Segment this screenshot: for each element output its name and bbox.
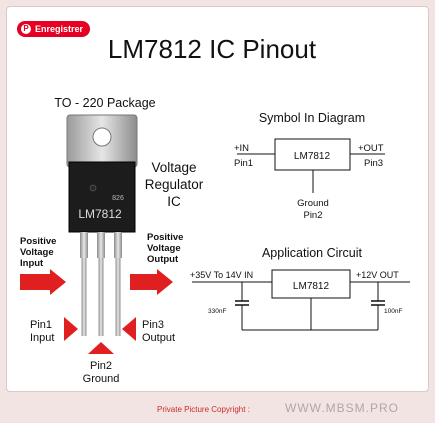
pin1-label-line-2: Input [30,332,54,344]
pin1-arrow-icon [64,317,78,341]
to220-package: 826 LM7812 [66,114,138,336]
input-arrow-icon [20,269,66,295]
symbol-in-label: +IN [234,143,249,154]
output-label-line-3: Output [147,254,179,265]
pin3-label-line-2: Output [142,332,175,344]
application-circuit [192,269,410,331]
package-label: TO - 220 Package [54,96,155,110]
output-label-line-1: Positive [147,232,183,243]
symbol-chip-label: LM7812 [294,151,331,162]
symbol-out-label: +OUT [358,143,384,154]
pin2-label-line-2: Ground [83,373,120,385]
leg-1-top [80,232,88,258]
ic-type-line-3: IC [167,194,181,209]
page-title: LM7812 IC Pinout [108,34,317,64]
copyright-site[interactable]: WWW.MBSM.PRO [285,401,399,415]
save-button-label: Enregistrer [35,24,84,34]
application-title: Application Circuit [262,246,363,260]
copyright-label: Private Picture Copyright : [157,405,250,414]
application-chip-box [271,269,351,299]
application-input-label: +35V To 14V IN [190,270,253,280]
pin3-label-line-1: Pin3 [142,319,164,331]
output-label-line-2: Voltage [147,243,181,254]
application-chip-label: LM7812 [293,281,330,292]
leg-1 [81,258,87,336]
cap-out-label: 100nF [384,308,402,315]
mounting-hole [92,127,112,147]
symbol-title: Symbol In Diagram [259,111,365,125]
ic-marking: LM7812 [78,207,122,221]
input-label-line-2: Voltage [20,247,54,258]
pinterest-icon: P [21,24,31,34]
symbol-chip-box [274,138,351,171]
leg-2 [98,258,104,336]
ic-type-line-2: Regulator [145,177,204,192]
leg-3 [115,258,121,336]
symbol-pin2-label: Pin2 [303,210,322,221]
input-label-line-3: Input [20,258,44,269]
cap-in-label: 330nF [208,308,226,315]
input-label-line-1: Positive [20,236,56,247]
leg-2-top [97,232,105,258]
symbol-pin3-label: Pin3 [364,158,383,169]
pin3-arrow-icon [122,317,136,341]
pin2-label-line-1: Pin2 [90,360,112,372]
symbol-ground-label: Ground [297,198,329,209]
pin1-marker-icon [89,184,97,192]
symbol-diagram [237,138,385,193]
symbol-pin1-label: Pin1 [234,158,253,169]
ic-body [68,161,136,233]
ic-marking-code: 826 [112,195,124,202]
pin2-arrow-icon [88,342,114,354]
ic-type-line-1: Voltage [151,160,196,175]
output-arrow-icon [130,269,173,295]
save-button[interactable]: P Enregistrer [17,21,91,37]
application-output-label: +12V OUT [356,270,399,280]
pin1-label-line-1: Pin1 [30,319,52,331]
leg-3-top [114,232,122,258]
